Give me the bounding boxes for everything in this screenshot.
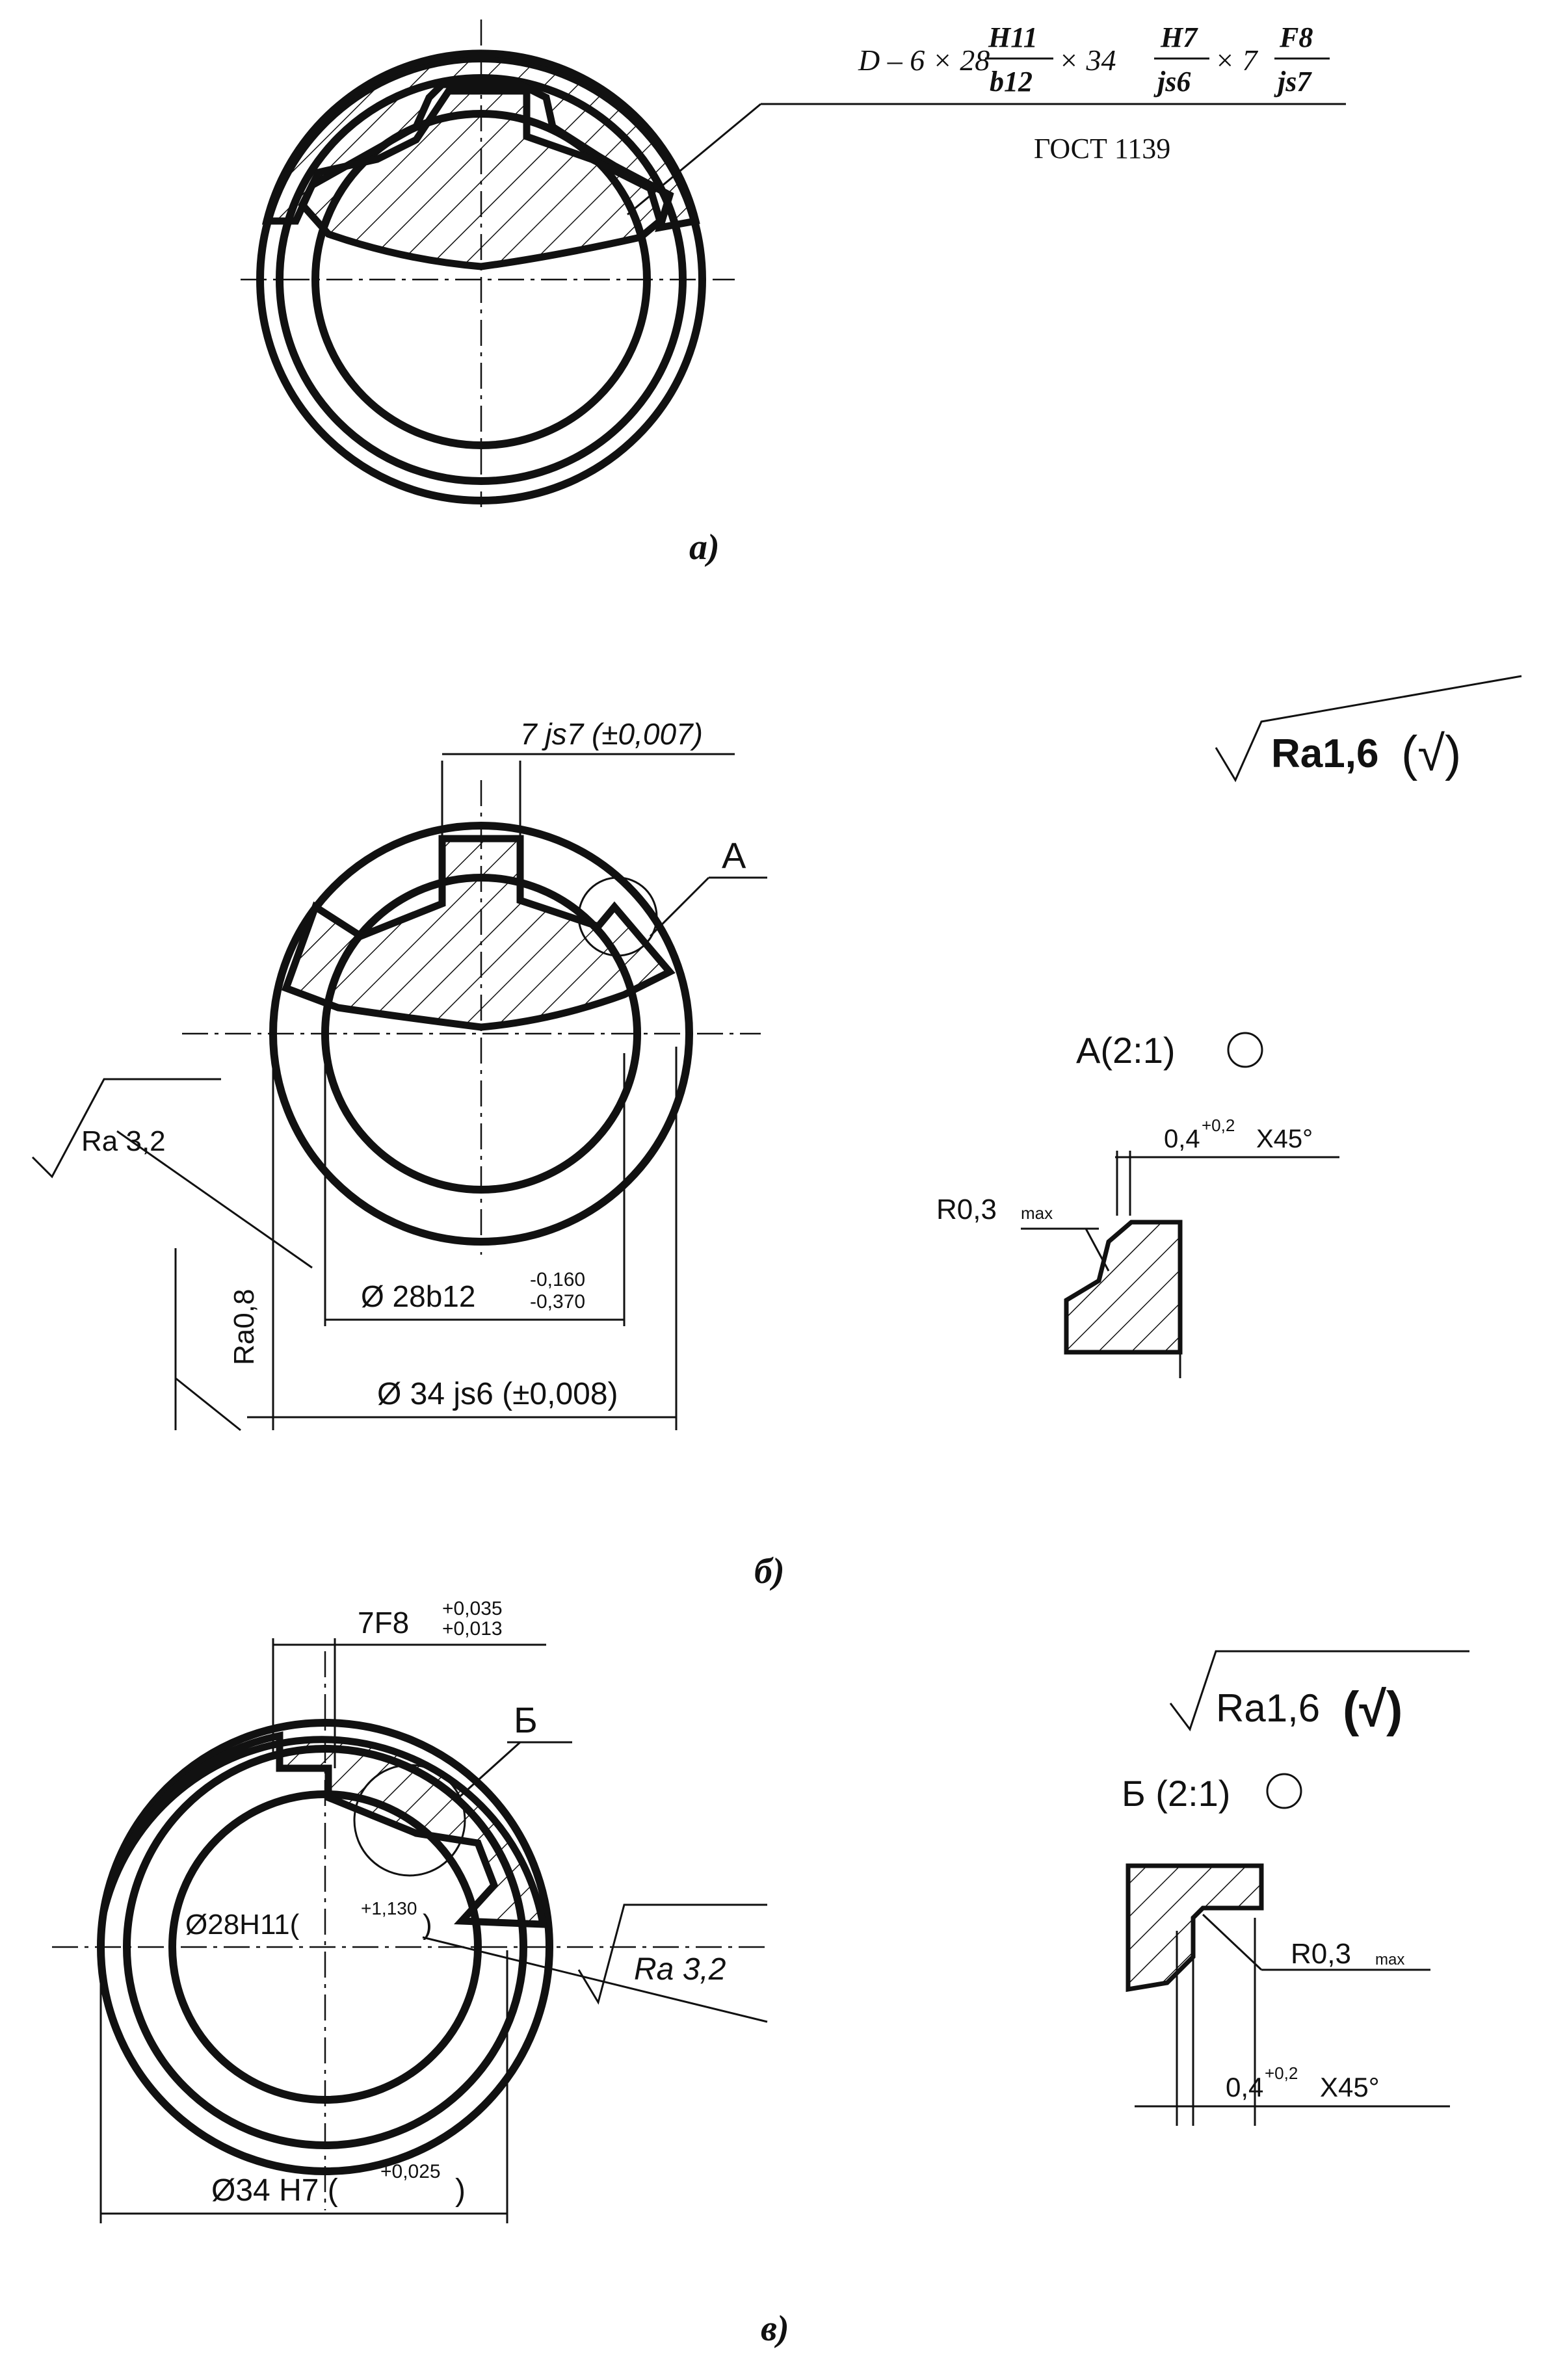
view-a-spline-assembly: D – 6 × 28 H11 b12 × 34 H7 js6 × 7 F8 js… <box>241 20 1346 568</box>
roughness-side-b: Ra 3,2 <box>81 1125 166 1157</box>
roughness-general-c: Ra1,6 <box>1216 1686 1320 1730</box>
inner-dia-upper-dev: -0,160 <box>530 1269 585 1290</box>
inner-dia-c-close: ) <box>423 1909 432 1941</box>
radius-sub-b: max <box>1021 1203 1053 1223</box>
fit-shaft-outer: js6 <box>1153 66 1191 98</box>
spline-section <box>281 835 676 1031</box>
hub-section <box>261 49 700 233</box>
chamfer-angle-b: X45° <box>1256 1125 1313 1153</box>
chamfer-size-c: 0,4 <box>1226 2072 1263 2102</box>
width-dim-b: 7 js7 (±0,007) <box>520 717 703 751</box>
radius-c: R0,3 <box>1291 1938 1351 1970</box>
roughness-side-c: Ra 3,2 <box>634 1952 726 1987</box>
designation-outer: × 34 <box>1059 44 1116 77</box>
caption-b: б) <box>754 1551 785 1591</box>
inner-dia-c-upper: +1,130 <box>361 1898 417 1918</box>
detail-leader <box>454 1741 521 1802</box>
shaft-spline-section <box>298 87 665 270</box>
roughness-general-b: Ra1,6 <box>1271 731 1378 776</box>
chamfer-angle-c: X45° <box>1320 2072 1380 2102</box>
fit-shaft-width: js7 <box>1274 66 1312 98</box>
inner-dia-lower-dev: -0,370 <box>530 1291 585 1313</box>
inner-dia-c: Ø28H11( <box>185 1909 300 1941</box>
detail-circle-a <box>577 876 658 957</box>
chamfer-size-b: 0,4 <box>1164 1125 1200 1153</box>
width-lower-dev: +0,013 <box>442 1618 503 1640</box>
gost-standard: ГОСТ 1139 <box>1034 133 1170 164</box>
fit-shaft-dia: b12 <box>990 66 1033 98</box>
detail-b-section <box>1126 1863 1264 1993</box>
detail-marker-a: А <box>722 835 746 876</box>
detail-circle-b <box>353 1764 466 1877</box>
outer-dia-c-close: ) <box>455 2173 466 2208</box>
width-dim-c: 7F8 <box>358 1606 409 1640</box>
view-b-hub-part: 7 js7 (±0,007) А Ra1,6 (√) Ra 3,2 Ra0,8 … <box>31 675 1522 1591</box>
fit-hub-outer: H7 <box>1160 21 1198 53</box>
detail-leader <box>649 876 710 937</box>
inner-dia-b: Ø 28b12 <box>361 1279 475 1313</box>
radius-leader <box>1202 1913 1263 1971</box>
fit-hub-width: F8 <box>1279 21 1313 53</box>
detail-title-a: А(2:1) <box>1076 1030 1176 1071</box>
view-c-shaft-part: 7F8 +0,035 +0,013 Б Ø28H11( +1,130 ) Ra … <box>52 1598 1469 2349</box>
width-upper-dev: +0,035 <box>442 1598 503 1619</box>
caption-c: в) <box>761 2308 789 2349</box>
roughness-paren: (√) <box>1401 726 1461 781</box>
roughness-inner-b: Ra0,8 <box>228 1289 260 1365</box>
chamfer-tol-b: +0,2 <box>1202 1116 1235 1135</box>
chamfer-tol-c: +0,2 <box>1265 2063 1298 2083</box>
hub-slot-section <box>100 1731 547 1928</box>
roughness-general-symbol <box>1215 675 1522 783</box>
detail-circle-symbol-c <box>1266 1773 1302 1809</box>
detail-circle-symbol <box>1227 1032 1263 1068</box>
roughness-side-symbol-c <box>577 1903 767 2005</box>
outer-dia-c: Ø34 H7 ( <box>211 2173 338 2208</box>
outer-dia-b: Ø 34 js6 (±0,008) <box>377 1377 618 1411</box>
detail-title-b: Б (2:1) <box>1122 1773 1230 1814</box>
roughness-inner-tick <box>175 1377 241 1432</box>
detail-marker-b: Б <box>514 1699 538 1740</box>
detail-a-section <box>1064 1220 1183 1355</box>
outer-dia-c-upper: +0,025 <box>380 2161 441 2182</box>
designation-prefix: D – 6 × 28 <box>858 44 990 77</box>
fit-hub-dia: H11 <box>988 21 1038 53</box>
designation-leader <box>627 103 761 216</box>
roughness-leader <box>422 1936 768 2023</box>
roughness-general-symbol-c <box>1169 1650 1469 1732</box>
roughness-side-symbol <box>31 1078 221 1179</box>
designation-width: × 7 <box>1215 44 1259 77</box>
radius-leader <box>1085 1228 1110 1272</box>
radius-sub-c: max <box>1375 1951 1404 1968</box>
radius-b: R0,3 <box>936 1194 997 1225</box>
roughness-leader <box>116 1130 313 1269</box>
caption-a: а) <box>689 527 720 568</box>
roughness-paren-c: (√) <box>1343 1682 1403 1737</box>
